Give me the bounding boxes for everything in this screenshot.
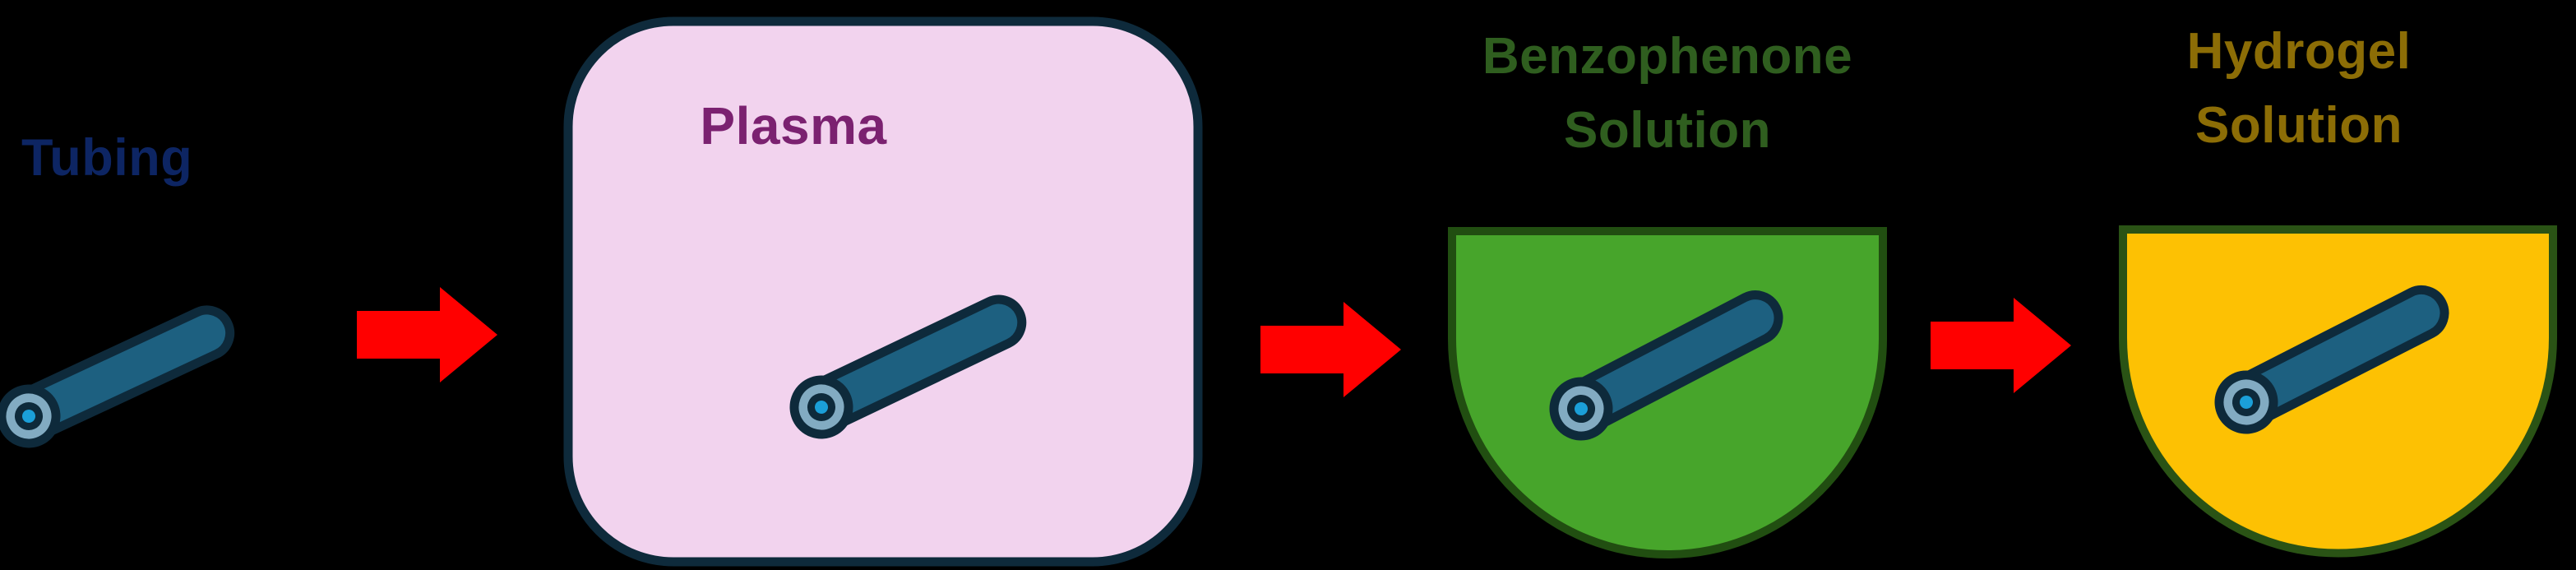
arrow-right-icon-3: [1931, 298, 2071, 393]
tube-body: [1564, 290, 1783, 436]
tubing-label: Tubing: [21, 129, 193, 187]
hydrogel-solution-label: Hydrogel Solution: [2077, 15, 2521, 163]
tube-body: [805, 294, 1027, 434]
benzophenone-label-line1: Benzophenone: [1482, 28, 1853, 85]
stage-benzophenone-tube-graphic: [1549, 290, 1783, 441]
tube-bore: [15, 402, 43, 430]
stage-hydrogel-tube-graphic: [2214, 285, 2449, 434]
tube-bore: [2232, 388, 2260, 416]
stage-plasma-tube-graphic: [789, 294, 1027, 439]
plasma-label: Plasma: [700, 96, 887, 155]
tube-bore: [1567, 395, 1595, 423]
hydrogel-label-line2: Solution: [2195, 97, 2403, 154]
hydrogel-vessel: [2119, 225, 2557, 558]
benzophenone-label-line2: Solution: [1564, 102, 1771, 159]
tube-body: [12, 305, 235, 443]
benzophenone-solution-label: Benzophenone Solution: [1445, 20, 1889, 168]
stage-tubing-graphic: [0, 305, 235, 448]
arrow-right-icon-1: [357, 287, 497, 382]
hydrogel-label-line1: Hydrogel: [2186, 23, 2412, 80]
tube-bore: [807, 393, 835, 421]
plasma-chamber-box: [563, 16, 1203, 567]
arrow-right-icon-2: [1260, 302, 1401, 397]
tube-body: [2229, 285, 2449, 429]
